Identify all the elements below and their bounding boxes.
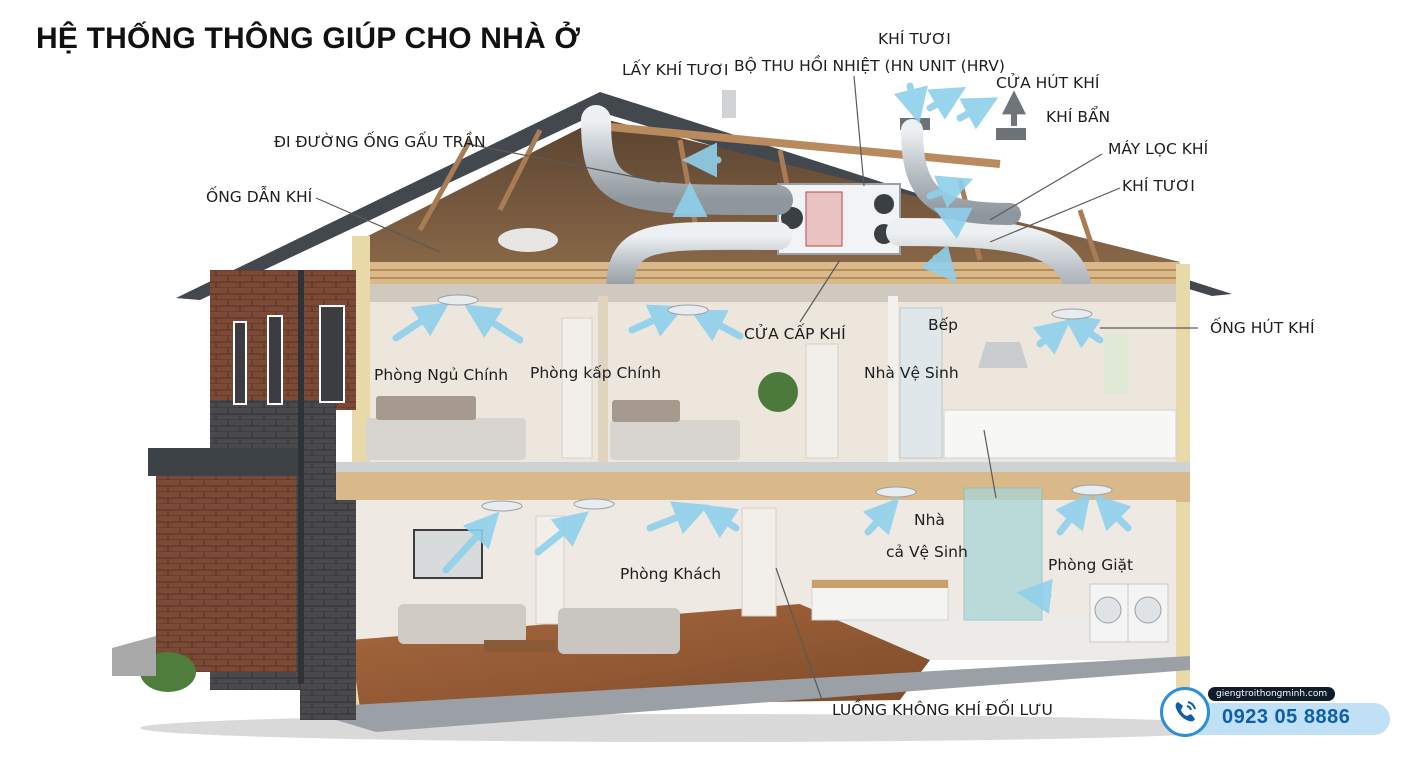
exterior-wall-foundation (300, 500, 356, 720)
label-fresh-air-right: KHÍ TƯƠI (1122, 177, 1195, 195)
sofa-main (398, 604, 526, 644)
room-laundry: Phòng Giặt (1048, 556, 1134, 574)
lower-door-2 (741, 507, 777, 617)
room-upper-bathroom: Nhà Vệ Sinh (864, 364, 959, 382)
coffee-table (484, 640, 556, 652)
label-supply-vent: CỬA CẤP KHÍ (744, 325, 846, 343)
attic-tank (498, 228, 558, 252)
washer-1-door (1094, 596, 1122, 624)
label-convection-flow: LUỒNG KHÔNG KHÍ ĐỐI LƯU (832, 701, 1053, 719)
door-upper-2 (805, 343, 839, 459)
bed-second (610, 420, 740, 460)
website-url[interactable]: giengtroithongminh.com (1208, 687, 1336, 701)
door-upper-1 (561, 317, 593, 459)
garage-wall (156, 476, 296, 672)
downspout (298, 270, 304, 684)
label-hrv-unit: BỘ THU HỒI NHIỆT (HN UNIT (HRV) (734, 57, 1005, 75)
room-living: Phòng Khách (620, 565, 722, 583)
airflow-arrows (392, 82, 1132, 614)
garage-steps (112, 636, 156, 676)
leader-lines (315, 75, 1198, 701)
phone-pill (1184, 703, 1390, 735)
bed-master (366, 418, 526, 460)
room-bedroom-2: Phòng kấp Chính (530, 364, 662, 382)
divider-bathroom (888, 296, 898, 464)
plant-upper (758, 372, 798, 412)
house-base (336, 656, 1190, 732)
garage-roof (148, 448, 298, 476)
bed-second-headboard (612, 400, 680, 422)
room-kitchen: Bếp (928, 316, 959, 334)
phone-icon-circle (1160, 687, 1210, 737)
ceiling-diffusers (437, 294, 1113, 512)
room-lower-bathroom-line2: cả Vệ Sinh (886, 543, 968, 561)
label-exhaust-pipe: ỐNG HÚT KHÍ (1210, 319, 1315, 337)
phone-number[interactable]: 0923 05 8886 (1222, 706, 1351, 728)
room-master-bedroom: Phòng Ngủ Chính (374, 366, 509, 384)
hrv-core (805, 191, 843, 247)
label-exhaust-vent: CỬA HÚT KHÍ (996, 74, 1100, 92)
ridge-beam (599, 122, 1001, 168)
label-air-duct: ỐNG DẪN KHÍ (206, 188, 313, 206)
room-lower-bathroom-line1: Nhà (914, 511, 945, 529)
lower-shower-glass (963, 487, 1043, 621)
phone-icon (1175, 701, 1196, 722)
label-ceiling-duct: ĐI ĐƯỜNG ỐNG GẤU TRẦN (274, 133, 486, 151)
contact-badge[interactable]: giengtroithongminh.com 0923 05 8886 (1160, 687, 1392, 737)
divider-bedrooms (598, 296, 608, 464)
washer-2-door (1134, 596, 1162, 624)
hrv-fan-right (874, 194, 894, 214)
attic-floor-joists (360, 269, 1180, 279)
kitchen-hood (978, 342, 1028, 368)
kitchen-window (1104, 334, 1128, 394)
upper-bath-shower (899, 307, 943, 459)
sofa-side (558, 608, 680, 654)
hrv-fan-left (781, 207, 803, 229)
kitchen-counter (943, 409, 1177, 459)
label-dirty-air: KHÍ BẨN (1046, 108, 1111, 126)
island-top (812, 580, 948, 588)
bed-master-headboard (376, 396, 476, 420)
exterior-windows (233, 305, 345, 405)
label-fresh-air-intake: LẤY KHÍ TƯƠI (622, 61, 729, 79)
label-air-purifier: MÁY LỌC KHÍ (1108, 140, 1209, 158)
middle-floor-edge (336, 462, 1190, 472)
label-fresh-air-top: KHÍ TƯƠI (878, 30, 951, 48)
page-title: HỆ THỐNG THÔNG GIÚP CHO NHÀ Ở (36, 22, 581, 55)
